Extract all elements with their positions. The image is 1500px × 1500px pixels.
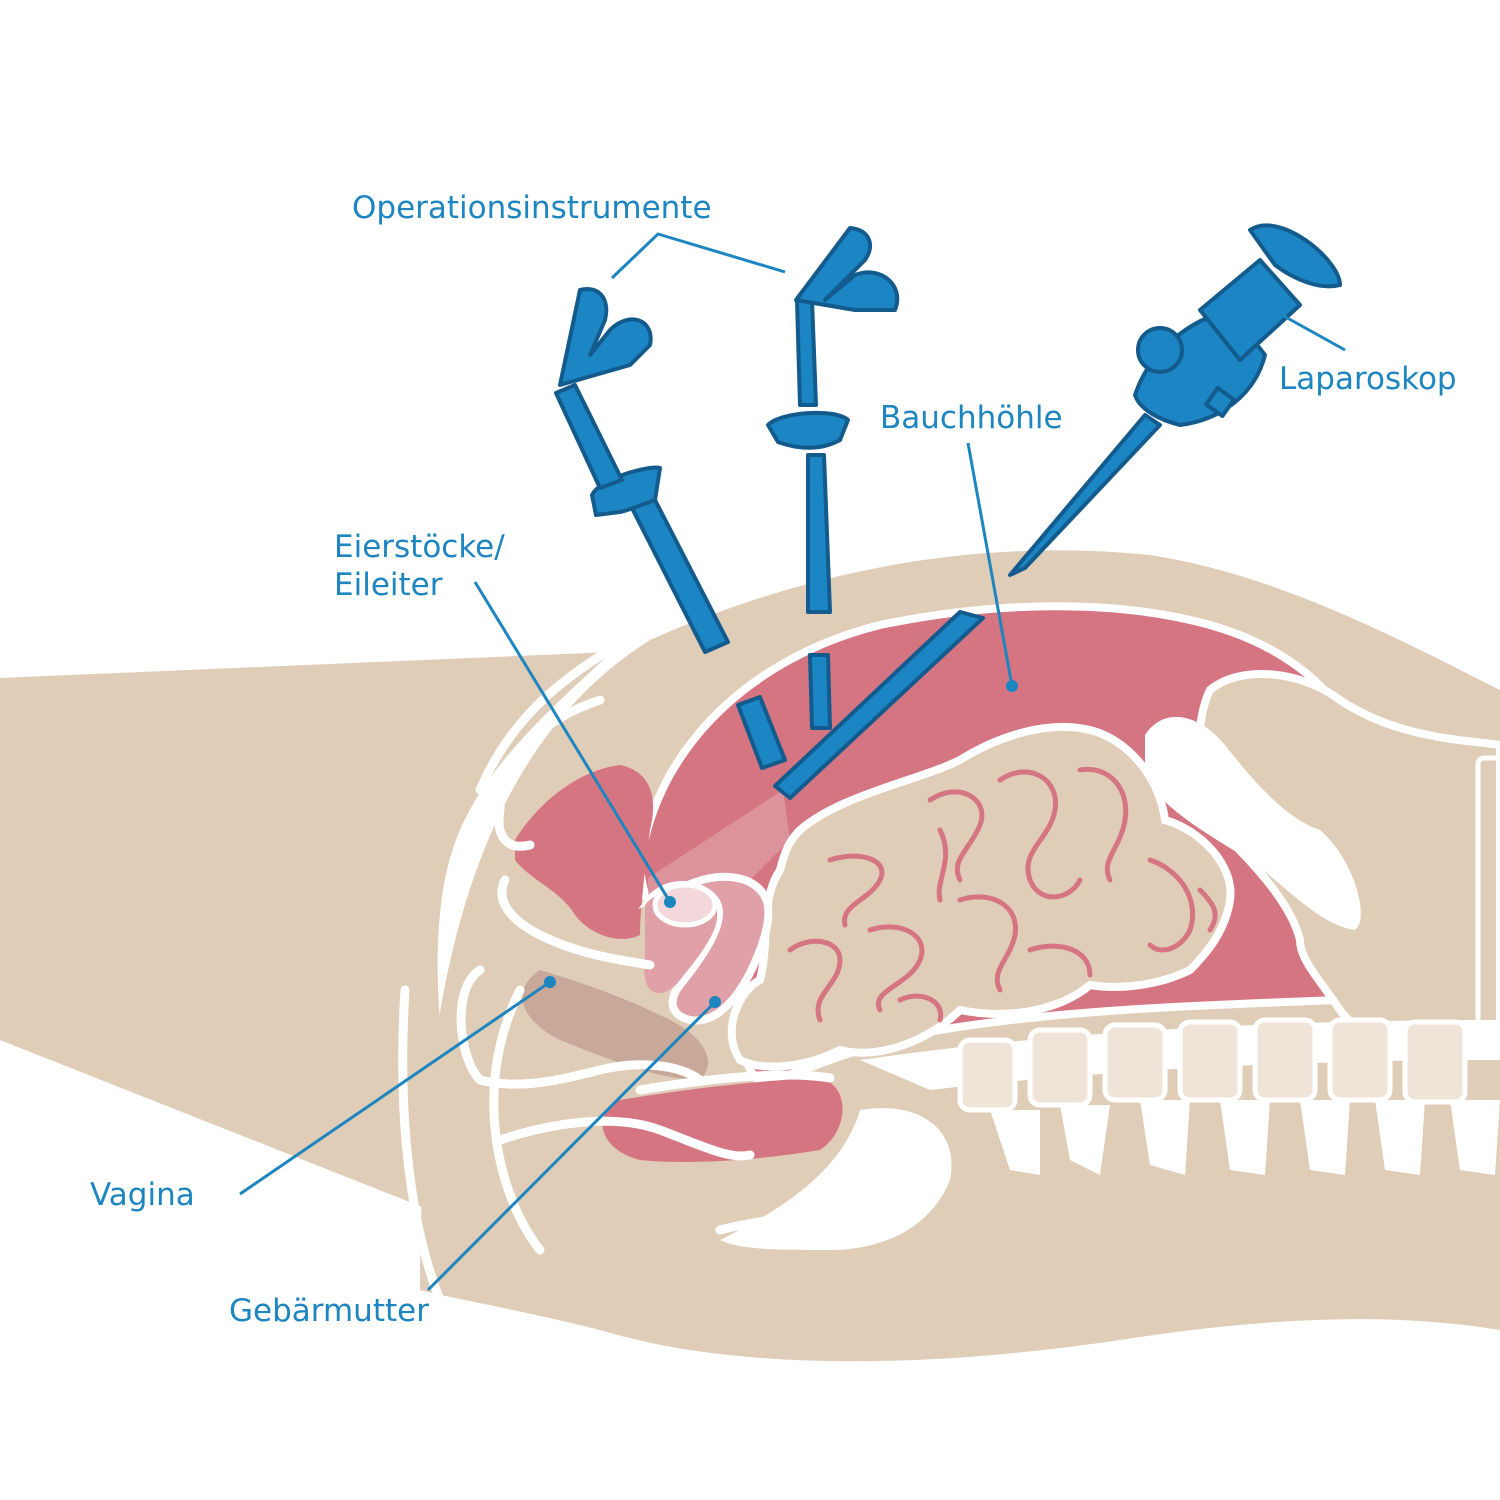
shaft-inner-middle [808,653,832,730]
label-uterus: Gebärmutter [229,1293,429,1329]
shaft-inner-left [736,695,787,770]
leader-instruments [610,232,786,280]
spine [720,1017,1500,1250]
vaginal-canal [522,970,709,1080]
vertebrae [957,1017,1468,1113]
pelvic-organs [515,765,843,1162]
label-abdominal-cavity: Bauchhöhle [880,400,1063,436]
grasper-instrument [766,226,900,730]
label-instruments: Operationsinstrumente [352,190,712,226]
leader-ovaries [473,581,672,903]
label-vagina: Vagina [90,1177,195,1213]
bladder [515,765,654,939]
label-ovaries-line2: Eileiter [334,567,443,603]
thigh [0,652,612,1210]
laparoscope-instrument [773,223,1342,800]
leader-dots [544,680,1018,1008]
ovary [652,882,718,928]
vertebra-processes [720,1100,1500,1250]
label-laparoscope: Laparoskop [1279,361,1457,397]
instruments [554,223,1342,800]
rectum [602,1078,843,1162]
leader-laparoscope [1281,313,1346,352]
leader-lines [239,232,1346,1292]
grasper-instrument [554,287,787,770]
leader-abdominal-cavity [966,442,1014,687]
leader-vagina [239,980,551,1196]
label-ovaries-line1: Eierstöcke/ [334,529,505,565]
leader-uterus [426,1000,717,1292]
liver-highlight [1145,716,1361,930]
intestine-folds [787,766,1218,1023]
